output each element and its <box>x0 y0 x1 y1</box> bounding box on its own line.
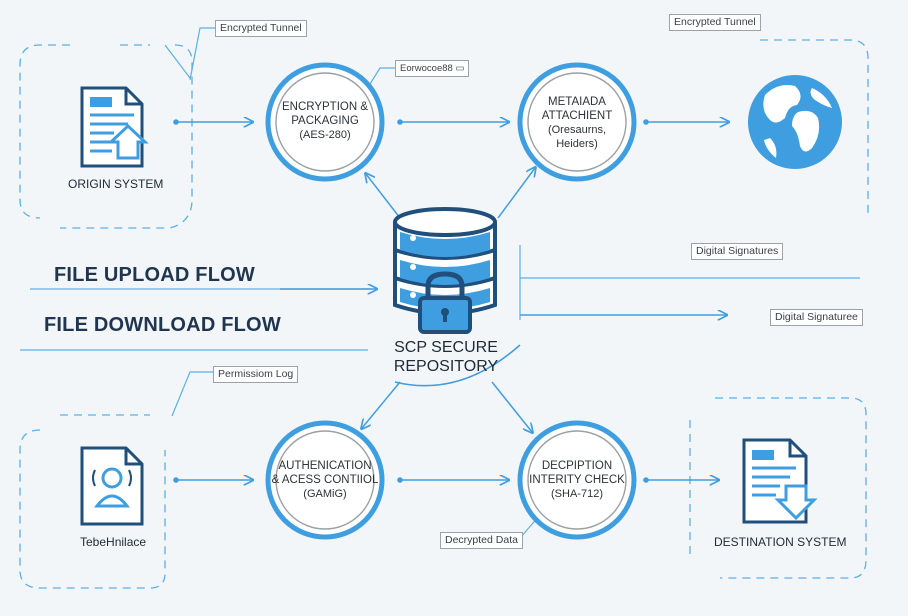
user-document-icon <box>80 446 144 526</box>
node-authentication-line1: AUTHENICATION <box>278 460 372 472</box>
node-decryption: DECPIPTION INTERITY CHECK (SHA-712) <box>517 459 637 501</box>
tag-digital-signatures: Digital Signatures <box>691 243 784 260</box>
node-metadata-line1: METAIADA <box>548 96 606 108</box>
node-authentication-line2: & ACESS CONTIIOL <box>271 474 379 486</box>
node-decryption-line1: DECPIPTION <box>541 460 613 472</box>
document-download-icon <box>742 438 818 524</box>
repository-label-line2: REPOSITORY <box>393 358 499 375</box>
node-metadata-line3: (Oresaurns, <box>547 124 607 136</box>
tag-encrypted-tunnel-right: Encrypted Tunnel <box>669 14 761 31</box>
node-authentication-ring <box>265 420 385 540</box>
node-encryption: ENCRYPTION & PACKAGING (AES-280) <box>270 100 380 142</box>
node-metadata-ring <box>517 62 637 182</box>
destination-frame <box>689 397 867 579</box>
tag-permission-log: Permissiom Log <box>213 366 299 383</box>
node-encryption-line2: PACKAGING <box>291 115 359 127</box>
origin-system-label: ORIGIN SYSTEM <box>68 177 164 191</box>
node-encryption-line3: (AES-280) <box>299 129 351 141</box>
tag-digital-signature-2: Digital Signaturee <box>770 309 863 326</box>
node-authentication: AUTHENICATION & ACESS CONTIIOL (GAMiG) <box>265 459 385 501</box>
repository-label: SCP SECURE REPOSITORY <box>376 338 516 376</box>
upload-flow-title: FILE UPLOAD FLOW <box>54 264 255 286</box>
node-decryption-line3: (SHA-712) <box>551 488 603 500</box>
document-upload-icon <box>80 86 149 168</box>
node-metadata-line2: ATTACHIENT <box>541 110 613 122</box>
node-decryption-ring <box>517 420 637 540</box>
destination-system-label: DESTINATION SYSTEM <box>714 535 847 549</box>
database-lock-icon <box>393 207 497 334</box>
bottom-left-frame <box>19 414 166 589</box>
tag-encrypted-tunnel-left: Encrypted Tunnel <box>215 20 307 37</box>
tag-decrypted-data: Decrypted Data <box>440 532 523 549</box>
bottom-left-system-label: TebeHnilace <box>80 535 147 549</box>
node-authentication-line3: (GAMiG) <box>303 488 347 500</box>
node-encryption-line1: ENCRYPTION & <box>281 101 369 113</box>
globe-frame <box>760 39 869 215</box>
tag-encryption-note: Eorwocoe88 ▭ <box>395 60 470 77</box>
globe-icon <box>748 75 842 169</box>
node-metadata-line4: Heiders) <box>556 138 598 150</box>
node-decryption-line2: INTERITY CHECK <box>529 474 625 486</box>
node-metadata: METAIADA ATTACHIENT (Oresaurns, Heiders) <box>522 95 632 151</box>
origin-frame <box>19 44 193 229</box>
node-encryption-ring <box>265 62 385 182</box>
repository-label-line1: SCP SECURE <box>394 339 498 356</box>
download-flow-title: FILE DOWNLOAD FLOW <box>44 314 281 336</box>
